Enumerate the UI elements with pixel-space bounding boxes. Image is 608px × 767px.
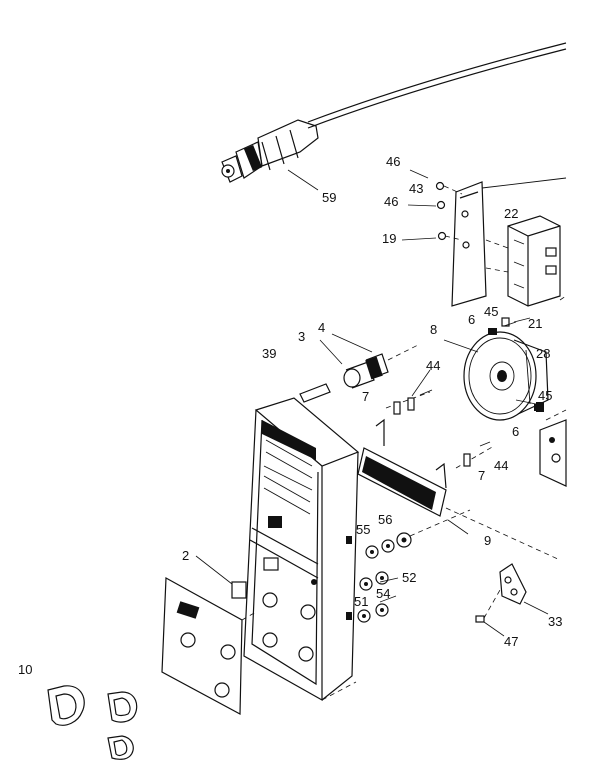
terminal-screws [385, 317, 544, 469]
speaker [443, 328, 549, 421]
front-cabinet [243, 397, 360, 702]
label-44-top: 44 [426, 358, 440, 373]
transformer-block [485, 215, 561, 307]
washers [357, 509, 471, 623]
label-6-right: 6 [512, 424, 519, 439]
power-cord-plug [221, 42, 567, 191]
right-edge-parts [539, 295, 567, 487]
mounting-bracket [401, 169, 567, 307]
label-44-bottom: 44 [494, 458, 508, 473]
label-33: 33 [548, 614, 562, 629]
label-54: 54 [376, 586, 390, 601]
label-46-mid: 46 [384, 194, 398, 209]
front-panel [161, 577, 257, 715]
label-39: 39 [262, 346, 276, 361]
label-52: 52 [402, 570, 416, 585]
label-55: 55 [356, 522, 370, 537]
clip-bracket [475, 563, 549, 637]
label-47: 47 [504, 634, 518, 649]
label-22: 22 [504, 206, 518, 221]
label-6-top: 6 [468, 312, 475, 327]
dial-scale [357, 418, 561, 561]
label-45-right: 45 [538, 388, 552, 403]
label-7-bottom: 7 [478, 468, 485, 483]
label-59: 59 [322, 190, 336, 205]
control-knob-parts [299, 333, 421, 403]
label-9: 9 [484, 533, 491, 548]
part-labels: 59 46 43 46 22 19 3 4 8 6 45 21 39 28 44… [18, 154, 562, 677]
label-7-top: 7 [362, 389, 369, 404]
label-19: 19 [382, 231, 396, 246]
label-21: 21 [528, 316, 542, 331]
leader-lines [195, 317, 537, 603]
knob-caps [47, 685, 138, 760]
label-28: 28 [536, 346, 550, 361]
label-2: 2 [182, 548, 189, 563]
label-3: 3 [298, 329, 305, 344]
label-8: 8 [430, 322, 437, 337]
label-10: 10 [18, 662, 32, 677]
label-56: 56 [378, 512, 392, 527]
label-46-top: 46 [386, 154, 400, 169]
label-51: 51 [354, 594, 368, 609]
label-43: 43 [409, 181, 423, 196]
label-45-top: 45 [484, 304, 498, 319]
label-4: 4 [318, 320, 325, 335]
